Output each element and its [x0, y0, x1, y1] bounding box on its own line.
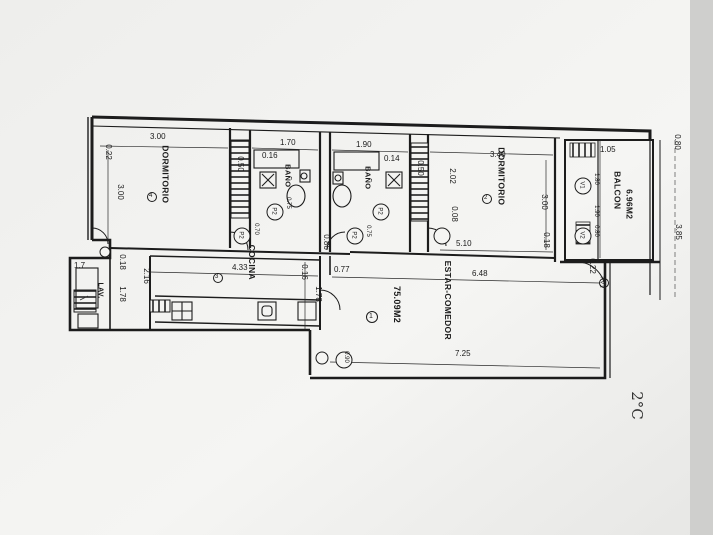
dim-label: 1.78: [117, 286, 127, 302]
room-area-balcon: 6.96M2: [624, 189, 635, 220]
dim-label: 6.48: [472, 269, 488, 278]
room-number: 4: [149, 193, 153, 199]
door-swings: [91, 227, 606, 311]
room-number: 2: [484, 195, 488, 201]
dim-label: 3.00: [539, 194, 549, 210]
dim-label: 3.85: [673, 224, 683, 240]
handwritten-note: 2°C: [627, 391, 646, 420]
room-area-estar: 75.09M2: [392, 285, 403, 324]
room-number: 1: [369, 313, 373, 320]
dim-label: 3.00: [150, 132, 166, 141]
door-tag: P2: [376, 207, 383, 215]
door-dim: 0.90: [342, 351, 349, 363]
window-tag: V2: [578, 231, 585, 239]
dim-label: 3.00: [115, 184, 125, 200]
dim-label: 0.18: [541, 232, 551, 248]
dim-label: 0.08: [449, 206, 459, 222]
room-name-dormitorio-2: DORMITORIO: [496, 147, 507, 206]
dim-label: 0.18: [117, 254, 127, 270]
dim-label: 0.22: [587, 258, 597, 274]
dim-label: 0.22: [103, 144, 113, 160]
dim-label: 0.86: [321, 234, 331, 250]
door-tag: P2: [237, 231, 244, 239]
room-name-lav: LAV.: [96, 282, 104, 299]
dim-label: 5.10: [456, 239, 472, 248]
dim-label: 0.80: [672, 134, 682, 150]
dim-label: 1.05: [600, 145, 616, 154]
door-dim: 0.75: [364, 225, 371, 237]
dim-label: 2.16: [141, 268, 151, 284]
dim-label: 0.50: [415, 160, 425, 176]
dim-label: 3.40: [490, 150, 506, 159]
dim-label: 0.14: [384, 154, 400, 163]
window-tag: V1: [578, 181, 585, 189]
dim-label: 0.77: [334, 265, 350, 274]
kitchen-fixtures: [75, 267, 321, 329]
dim-label: 4.33: [232, 263, 248, 272]
window-tag: PV1: [598, 276, 605, 288]
dim-label: 1.70: [280, 138, 296, 147]
room-markers: [147, 192, 609, 323]
room-number: 3: [215, 274, 219, 280]
door-dim: 1.80: [592, 173, 599, 185]
door-tag: P2: [350, 231, 357, 239]
door-dim: 0.80: [592, 225, 599, 237]
opening-tags: [99, 177, 592, 369]
dim-label: 2.02: [447, 168, 457, 184]
dim-label: 7.25: [455, 349, 471, 358]
dim-label: 0.16: [299, 264, 309, 280]
room-name-bano-left: BAÑO: [283, 164, 293, 188]
dimension-lines: [99, 140, 601, 369]
room-name-bano-right: BAÑO: [363, 166, 373, 190]
room-name-estar: ESTAR-COMEDOR: [442, 260, 453, 340]
dim-label: 1.90: [356, 140, 372, 149]
door-tag: P2: [270, 207, 277, 215]
hatched-shafts: [73, 139, 429, 313]
door-dim: 0.75: [284, 197, 291, 209]
dim-label: 0.50: [235, 156, 245, 172]
room-name-dormitorio-4: DORMITORIO: [160, 145, 171, 204]
dim-label: 0.16: [262, 151, 278, 160]
room-name-cocina: COCINA: [246, 244, 257, 280]
room-name-balcon: BALCON: [612, 171, 623, 210]
door-dim: 0.70: [252, 223, 259, 235]
bath-fixtures: [253, 149, 403, 208]
dim-label: 1.78: [313, 286, 323, 302]
door-dim: 1.90: [592, 205, 599, 217]
dim-label: 1.7: [74, 261, 86, 270]
